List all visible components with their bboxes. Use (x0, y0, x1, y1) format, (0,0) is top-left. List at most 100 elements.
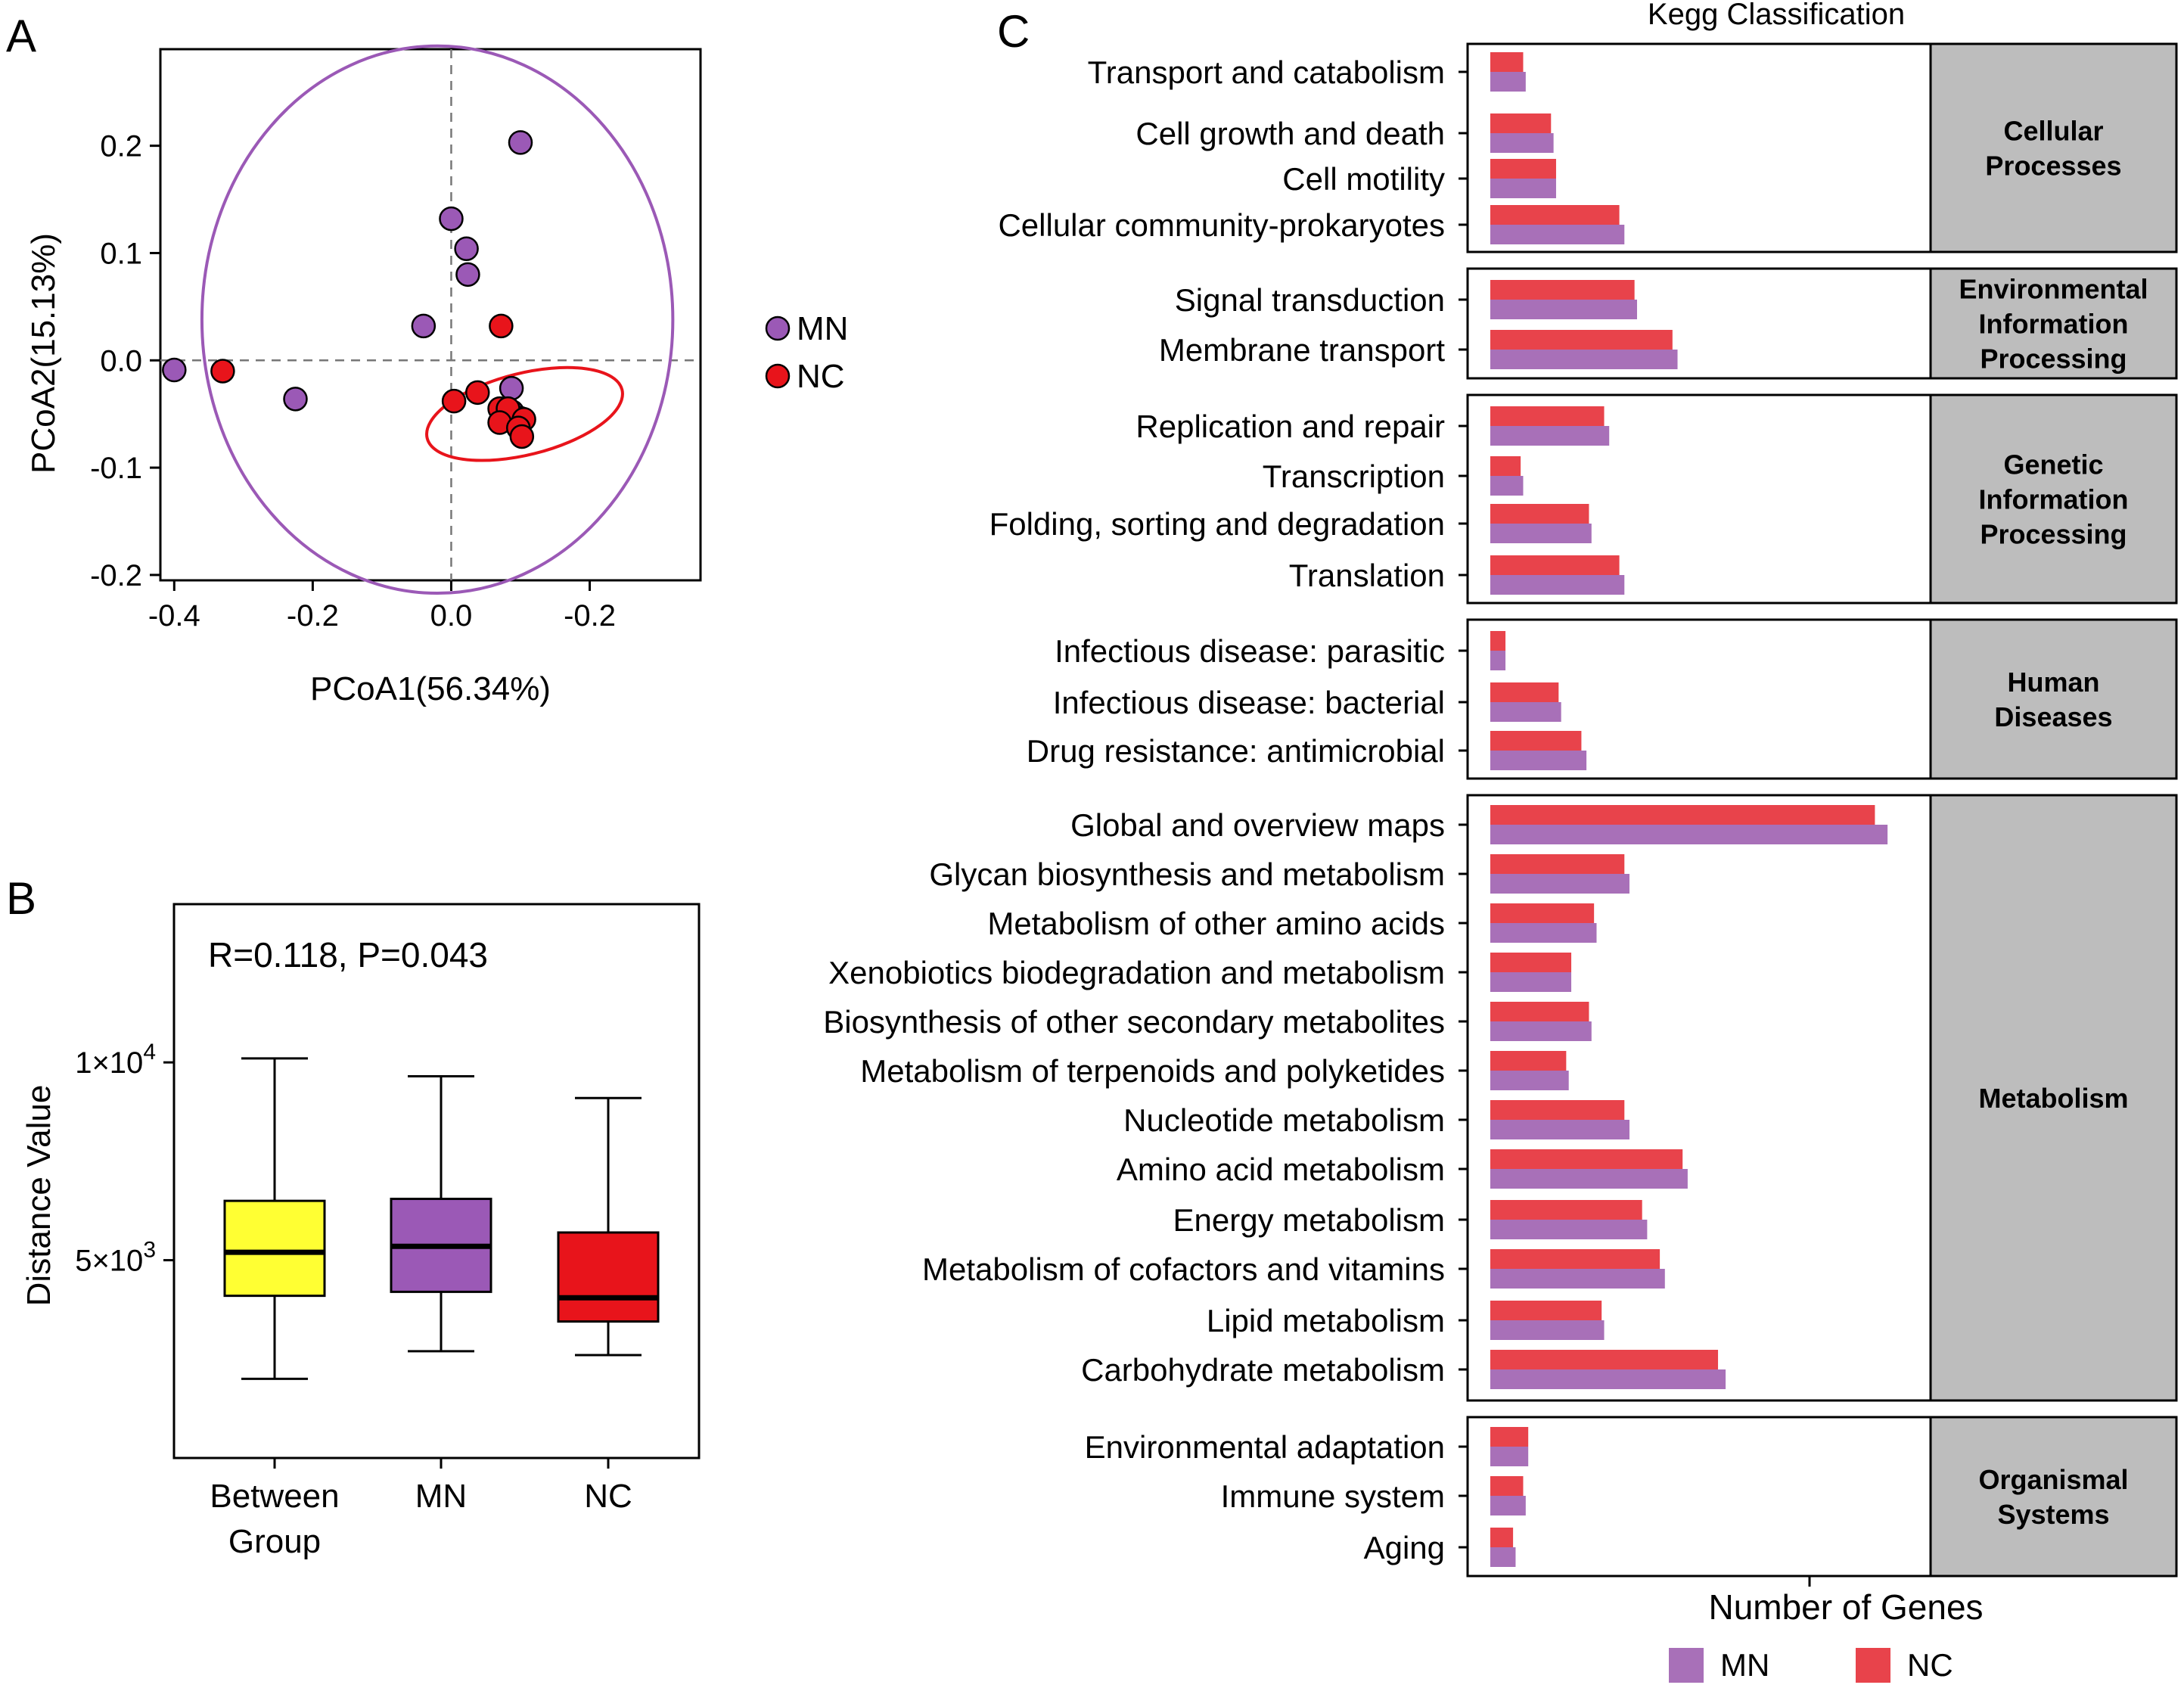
box-y-tick-label: 1×104 (75, 1040, 156, 1080)
ellipse-nc (425, 365, 624, 462)
kegg-bar-mn (1490, 1320, 1605, 1340)
box-plot-frame (172, 903, 701, 1460)
kegg-bar-mn (1490, 651, 1506, 670)
pcoa-y-tick-label: -0.1 (90, 452, 142, 485)
kegg-title: Kegg Classification (1648, 0, 1905, 31)
kegg-bar-nc (1490, 555, 1620, 575)
kegg-bar-mn (1490, 300, 1637, 319)
pcoa-x-tick-label: -0.2 (564, 599, 616, 633)
kegg-category-label: Metabolism of terpenoids and polyketides (860, 1053, 1445, 1089)
kegg-bar-mn (1490, 1369, 1726, 1389)
kegg-category-label: Membrane transport (1159, 332, 1445, 368)
kegg-bar-nc (1490, 1476, 1524, 1496)
kegg-category-label: Translation (1289, 558, 1445, 593)
box-plot-annotation: R=0.118, P=0.043 (208, 935, 488, 975)
kegg-bar-nc (1490, 113, 1552, 133)
kegg-category-label: Aging (1364, 1530, 1445, 1565)
kegg-category-label: Energy metabolism (1173, 1202, 1445, 1238)
kegg-category-label: Infectious disease: bacterial (1053, 685, 1445, 720)
kegg-group-strip-label: Processing (1980, 344, 2127, 375)
point-mn-7 (499, 375, 524, 401)
kegg-legend-label-mn: MN (1720, 1647, 1769, 1683)
kegg-bar-nc (1490, 1249, 1661, 1269)
kegg-group-strip-label: Human (2007, 667, 2099, 698)
kegg-bar-mn (1490, 972, 1572, 992)
panel-label-c: C (997, 6, 1030, 57)
kegg-category-label: Metabolism of cofactors and vitamins (922, 1251, 1445, 1287)
legend-label-nc: NC (797, 358, 845, 395)
kegg-category-label: Amino acid metabolism (1117, 1152, 1445, 1187)
pcoa-x-ticks: -0.4 -0.2 0.0 -0.2 (148, 580, 616, 633)
kegg-category-label: Biosynthesis of other secondary metaboli… (823, 1004, 1445, 1040)
kegg-bar-mn (1490, 225, 1625, 244)
kegg-category-label: Infectious disease: parasitic (1055, 633, 1445, 669)
kegg-bar-nc (1490, 854, 1625, 874)
kegg-bar-nc (1490, 205, 1620, 225)
pcoa-y-axis-label: PCoA2(15.13%) (25, 233, 62, 474)
kegg-bar-mn (1490, 1120, 1629, 1139)
kegg-bar-mn (1490, 702, 1561, 722)
kegg-category-label: Metabolism of other amino acids (987, 906, 1445, 941)
kegg-group-strip-label: Processing (1980, 519, 2127, 550)
kegg-bar-nc (1490, 1528, 1514, 1547)
kegg-bar-mn (1490, 874, 1629, 894)
kegg-group-strip-label: Processes (1985, 151, 2121, 182)
pcoa-x-tick-label: -0.4 (148, 599, 200, 633)
point-nc-2 (464, 380, 490, 406)
box-x-tick-label: Between (210, 1478, 339, 1515)
pcoa-x-tick-label: -0.2 (287, 599, 339, 633)
kegg-bar-nc (1490, 1149, 1683, 1169)
legend-marker-nc (765, 363, 791, 389)
kegg-bar-mn (1490, 1447, 1529, 1466)
kegg-group-strip (1929, 618, 2178, 780)
pcoa-x-tick-label: 0.0 (430, 599, 473, 633)
box-x-tick-label: MN (415, 1478, 467, 1515)
point-mn-0 (508, 130, 533, 155)
kegg-bar-mn (1490, 476, 1524, 496)
kegg-bar-mn (1490, 133, 1554, 153)
kegg-bar-mn (1490, 179, 1556, 198)
point-mn-6 (283, 387, 308, 412)
box-y-tick-base: 1×10 (75, 1046, 143, 1080)
kegg-bar-mn (1490, 1269, 1665, 1289)
kegg-category-label: Cell growth and death (1135, 116, 1445, 151)
kegg-legend-swatch-nc (1856, 1648, 1890, 1683)
box-y-tick-exponent: 4 (143, 1040, 156, 1065)
kegg-bar-nc (1490, 504, 1589, 524)
kegg-x-axis-label: Number of Genes (1708, 1587, 1983, 1627)
kegg-bar-nc (1490, 805, 1875, 825)
kegg-category-label: Environmental adaptation (1085, 1429, 1445, 1465)
kegg-bar-mn (1490, 72, 1526, 92)
kegg-bar-mn (1490, 1547, 1516, 1567)
kegg-bar-mn (1490, 923, 1597, 943)
kegg-category-label: Global and overview maps (1070, 807, 1445, 843)
kegg-bar-nc (1490, 1051, 1567, 1071)
kegg-bar-nc (1490, 1427, 1529, 1447)
kegg-bar-nc (1490, 903, 1595, 923)
box-iqr (223, 1199, 326, 1298)
kegg-bar-nc (1490, 456, 1521, 476)
kegg-bar-mn (1490, 1071, 1569, 1090)
kegg-category-label: Signal transduction (1175, 282, 1445, 318)
kegg-bar-nc (1490, 52, 1524, 72)
kegg-group-strip-label: Organismal (1978, 1464, 2128, 1495)
kegg-bar-nc (1490, 953, 1572, 972)
point-nc-9 (509, 424, 535, 449)
kegg-category-label: Lipid metabolism (1207, 1303, 1445, 1338)
box-y-axis-label: Distance Value (20, 1085, 57, 1307)
kegg-group-strip-label: Cellular (2003, 116, 2103, 147)
kegg-bar-nc (1490, 1002, 1589, 1021)
kegg-group-strip (1929, 794, 2178, 1402)
box-x-tick-label: NC (584, 1478, 632, 1515)
kegg-bar-mn (1490, 1220, 1648, 1239)
kegg-group-panel (1466, 794, 1932, 1402)
point-nc-1 (210, 359, 235, 384)
kegg-group-strip (1929, 393, 2178, 605)
kegg-bar-nc (1490, 1100, 1625, 1120)
pcoa-plot-frame (159, 48, 702, 582)
